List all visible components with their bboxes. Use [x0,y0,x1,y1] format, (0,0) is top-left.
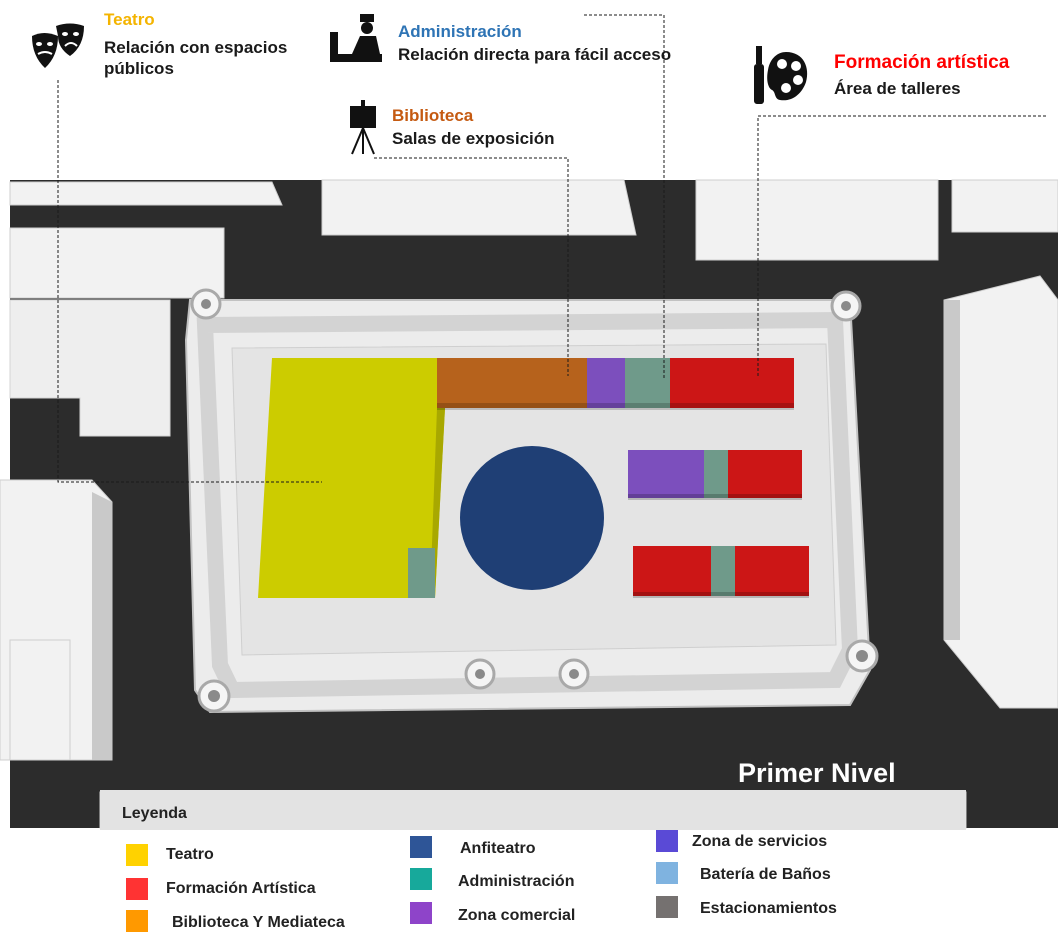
legend-swatch-administracion [410,868,432,890]
legend-label-formacion: Formación Artística [166,880,316,897]
legend-label-anfiteatro: Anfiteatro [460,840,536,857]
administrator-desk-icon [330,14,382,62]
leader-teatro [57,80,322,483]
legend-swatch-biblioteca [126,910,148,932]
zone-formacion-bottom-right [735,546,809,596]
administracion-description: Relación directa para fácil acceso [398,45,672,64]
legend-label-biblioteca: Biblioteca Y Mediateca [172,914,345,931]
theater-masks-icon [32,23,84,68]
zone-biblioteca [437,358,587,408]
legend-swatch-banos [656,862,678,884]
zone-administracion-bottom [711,546,735,596]
teatro-title: Teatro [104,10,155,29]
mid-row-front-face [628,494,802,500]
biblioteca-description: Salas de exposición [392,129,555,148]
formacion-description: Área de talleres [834,79,961,98]
legend-swatch-comercial [410,902,432,924]
legend-label-comercial: Zona comercial [458,907,576,924]
legend-swatch-teatro [126,844,148,866]
zone-formacion-top [670,358,794,408]
legend-title: Leyenda [122,805,187,822]
zone-comercial-top [587,358,625,408]
zone-administracion-mid [704,450,728,498]
legend-label-administracion: Administración [458,873,575,890]
legend-swatch-anfiteatro [410,836,432,858]
zone-administracion-top [625,358,670,408]
legend-label-estacionamientos: Estacionamientos [700,900,837,917]
teatro-description: Relación con espacios públicos [104,38,288,78]
bottom-row-front-face [633,592,809,598]
left-building-top [9,299,171,437]
legend-strip [100,790,966,830]
zone-comercial-mid [628,450,704,498]
zone-teatro-services [408,548,435,598]
legend-label-teatro: Teatro [166,846,214,863]
legend-label-banos: Batería de Baños [700,866,831,883]
zone-anfiteatro [460,446,604,590]
perimeter-wall [196,311,859,699]
legend-label-servicios: Zona de servicios [692,833,828,850]
legend-swatch-formacion [126,878,148,900]
leader-formacion [757,115,1046,376]
easel-icon [350,100,376,155]
wall-post-holes [201,299,868,702]
zone-formacion-mid [728,450,802,498]
formacion-title: Formación artística [834,52,1010,73]
top-row-front-face [437,403,794,410]
administracion-title: Administración [398,22,522,41]
legend-swatch-servicios [656,830,678,852]
leader-lines [57,14,1046,483]
zone-teatro [258,358,445,598]
biblioteca-title: Biblioteca [392,106,474,125]
level-label: Primer Nivel [738,758,896,788]
zone-formacion-bottom-left [633,546,711,596]
leader-administracion [584,14,665,378]
legend-swatch-estacionamientos [656,896,678,918]
art-palette-icon [754,46,808,104]
